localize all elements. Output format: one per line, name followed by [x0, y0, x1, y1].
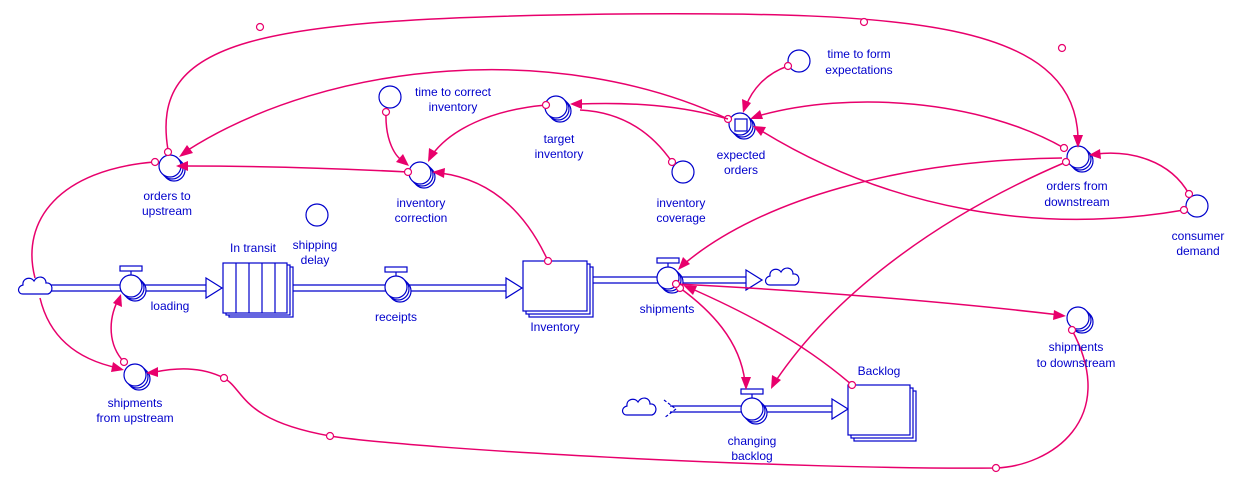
- label-time-to-form-2: expectations: [825, 63, 892, 77]
- label-shipping-delay-1: shipping: [293, 238, 338, 252]
- aux-shipments-from-upstream[interactable]: [123, 363, 151, 391]
- label-inventory-coverage-1: inventory: [657, 196, 706, 210]
- label-time-to-form-1: time to form: [827, 47, 890, 61]
- label-target-inventory-2: inventory: [535, 147, 584, 161]
- stock-in-transit[interactable]: [222, 262, 294, 318]
- label-expected-orders-2: orders: [724, 163, 758, 177]
- label-time-to-correct-1: time to correct: [415, 85, 492, 99]
- flow-changing-backlog[interactable]: [740, 388, 768, 425]
- label-orders-from-downstream-1: orders from: [1046, 179, 1107, 193]
- label-inventory-coverage-2: coverage: [656, 211, 706, 225]
- label-backlog: Backlog: [858, 364, 901, 378]
- const-inventory-coverage[interactable]: [671, 160, 695, 184]
- label-shipments-from-upstream-1: shipments: [108, 396, 163, 410]
- const-shipping-delay[interactable]: [305, 203, 329, 227]
- info-links: [31, 13, 1194, 473]
- label-orders-from-downstream-2: downstream: [1044, 195, 1109, 209]
- aux-target-inventory[interactable]: [544, 95, 572, 123]
- label-shipments-from-upstream-2: from upstream: [96, 411, 173, 425]
- label-shipments-to-downstream-2: to downstream: [1037, 356, 1116, 370]
- label-shipments: shipments: [640, 302, 695, 316]
- label-orders-to-upstream-1: orders to: [143, 189, 191, 203]
- label-changing-backlog-2: backlog: [731, 449, 772, 463]
- stock-backlog[interactable]: [847, 384, 917, 442]
- label-target-inventory-1: target: [544, 132, 575, 146]
- flow-loading[interactable]: [119, 265, 147, 302]
- cloud-backlog-source-icon: [621, 397, 657, 416]
- label-changing-backlog-1: changing: [728, 434, 777, 448]
- stock-inventory[interactable]: [522, 260, 594, 318]
- cloud-source-icon: [17, 276, 53, 295]
- label-loading: loading: [151, 299, 190, 313]
- label-expected-orders-1: expected: [717, 148, 766, 162]
- label-inventory-correction-1: inventory: [397, 196, 446, 210]
- label-shipping-delay-2: delay: [301, 253, 330, 267]
- aux-orders-from-downstream[interactable]: [1066, 145, 1094, 173]
- label-time-to-correct-2: inventory: [429, 100, 478, 114]
- label-consumer-demand-1: consumer: [1172, 229, 1225, 243]
- flow-receipts[interactable]: [384, 266, 412, 303]
- label-shipments-to-downstream-1: shipments: [1049, 340, 1104, 354]
- label-receipts: receipts: [375, 310, 417, 324]
- aux-inventory-correction[interactable]: [408, 161, 436, 189]
- expected-orders-box-icon: [734, 118, 748, 132]
- const-time-to-correct-inventory[interactable]: [378, 85, 402, 109]
- const-consumer-demand[interactable]: [1185, 194, 1209, 218]
- label-consumer-demand-2: demand: [1176, 244, 1219, 258]
- label-inventory-correction-2: correction: [395, 211, 448, 225]
- label-inventory: Inventory: [530, 320, 579, 334]
- cloud-sink-icon: [764, 267, 800, 286]
- label-orders-to-upstream-2: upstream: [142, 204, 192, 218]
- const-time-to-form-expectations[interactable]: [787, 49, 811, 73]
- label-in-transit: In transit: [230, 241, 277, 255]
